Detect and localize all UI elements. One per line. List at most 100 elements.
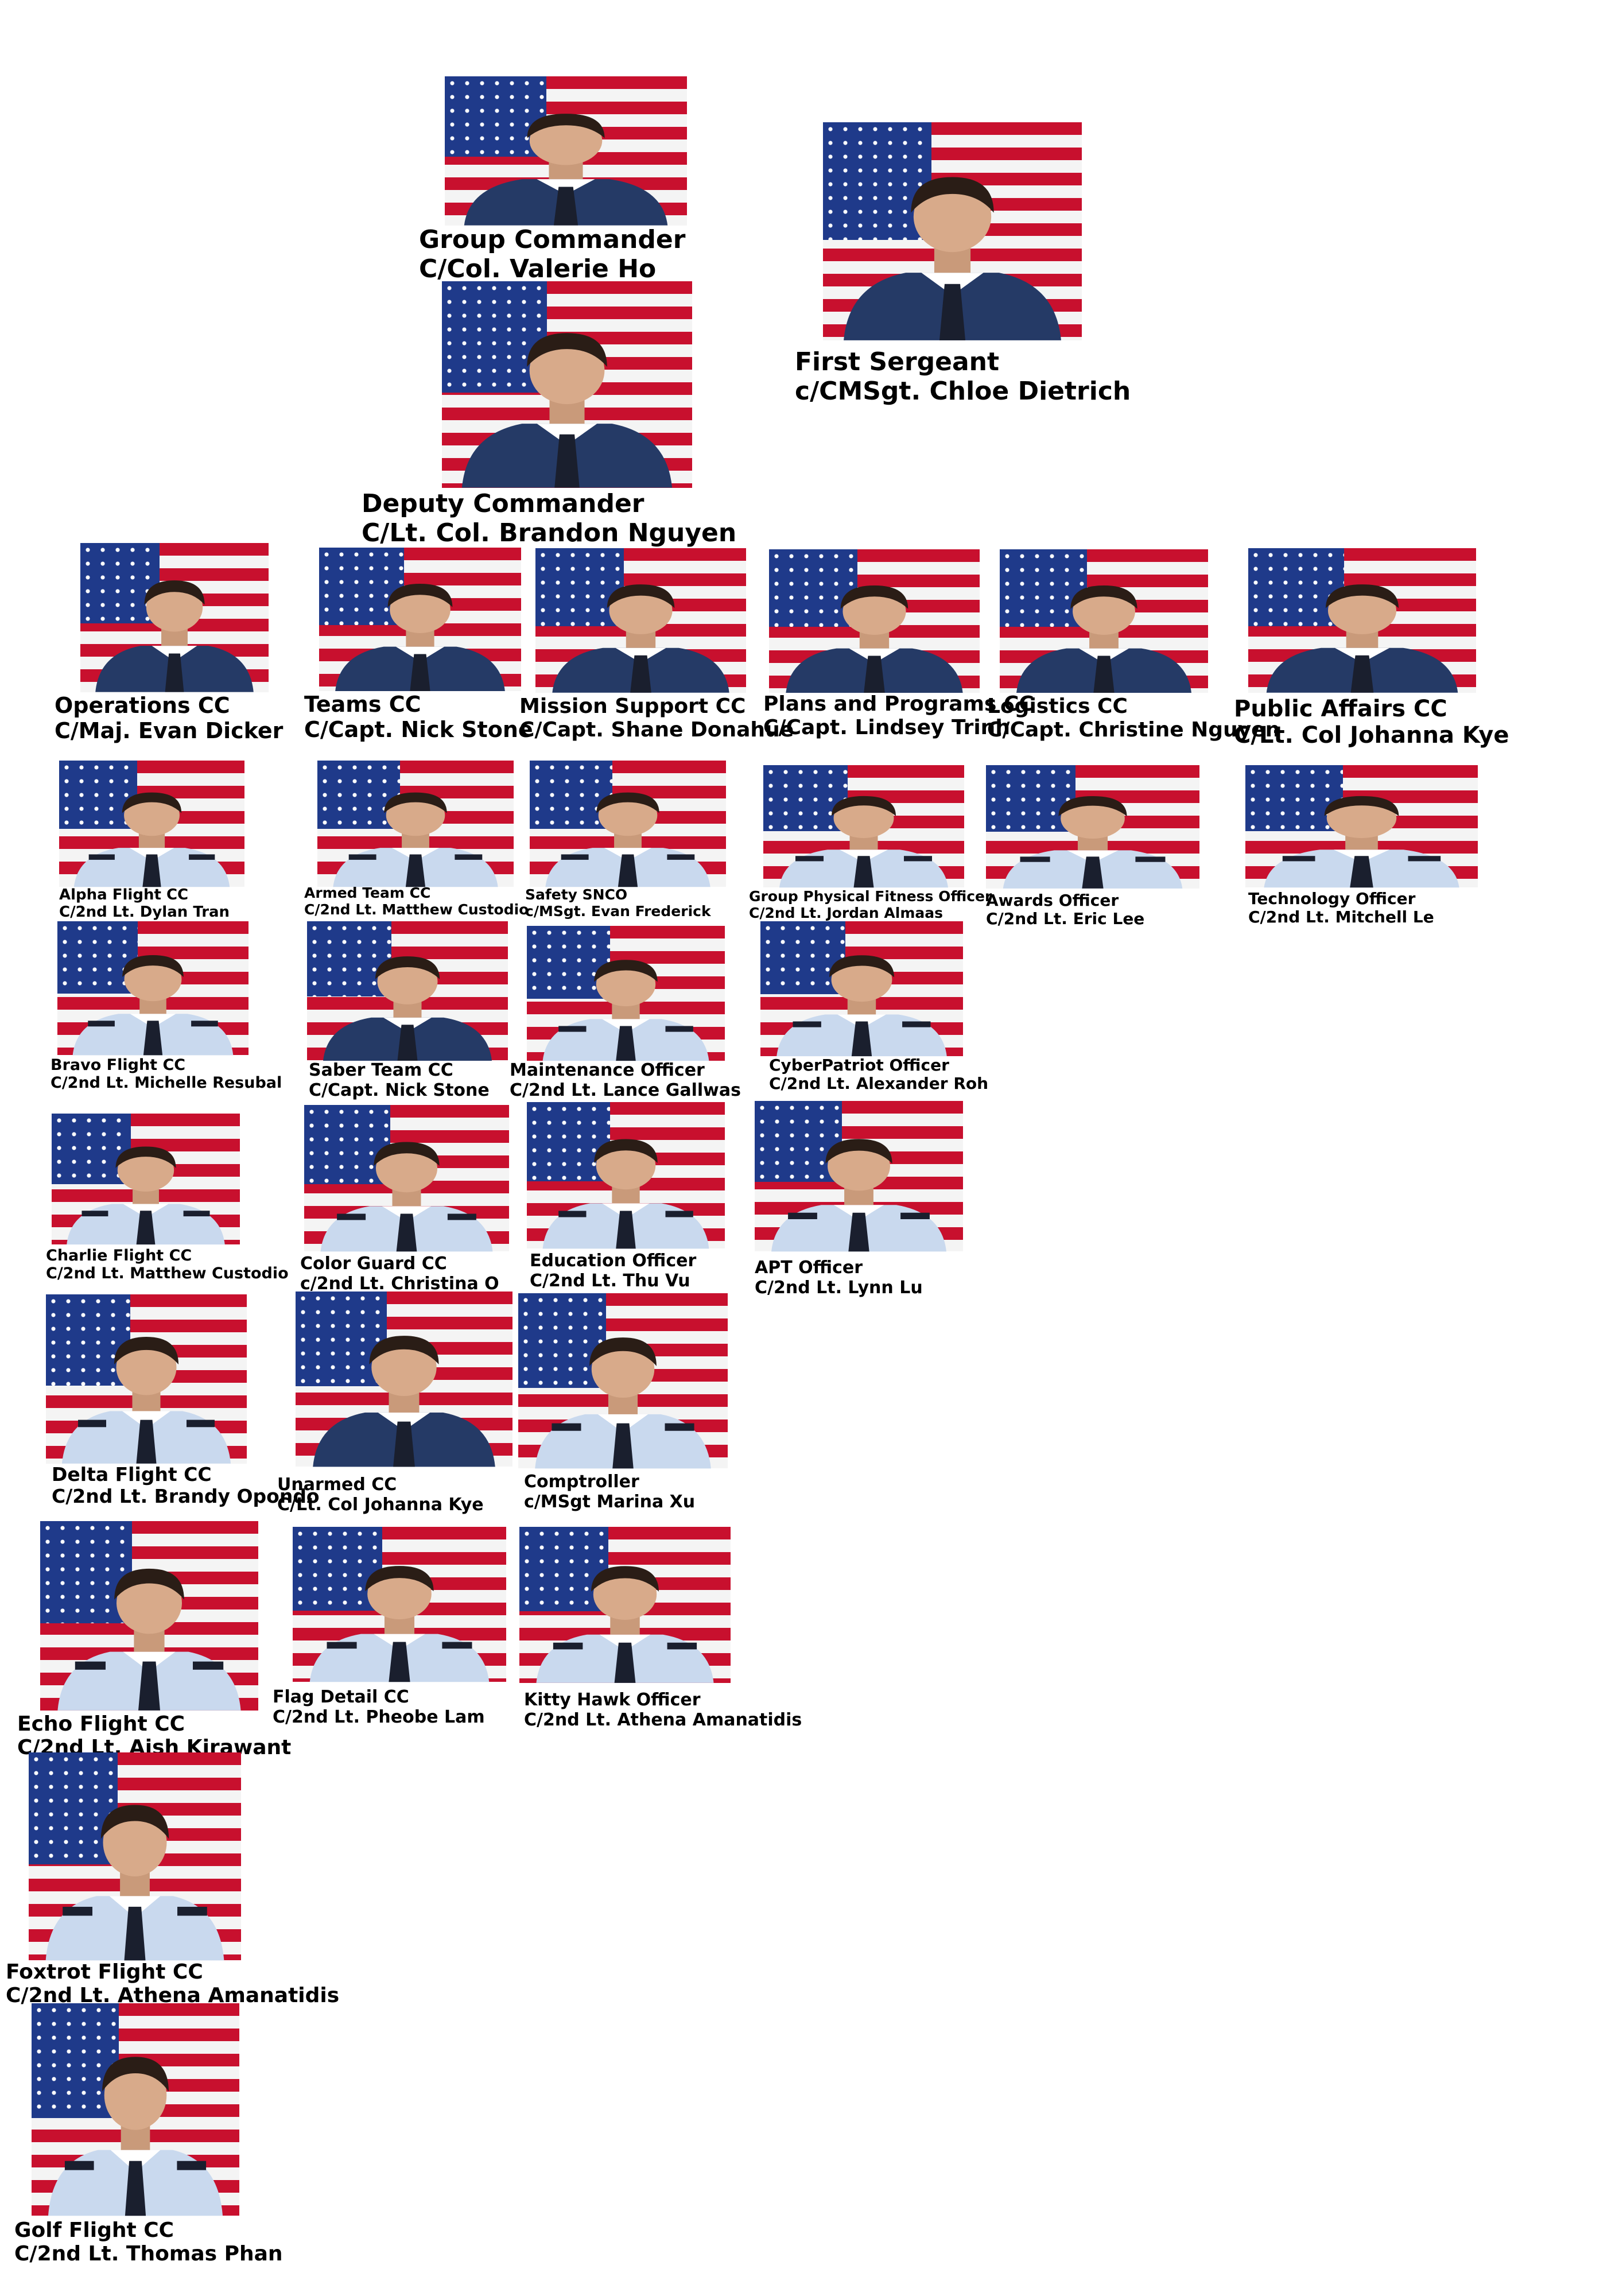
member-title: Awards Officer [986,891,1119,910]
portrait-photo [518,1293,728,1468]
cadet-portrait [59,778,244,887]
flag-canton [57,921,138,994]
flag-canton [319,548,404,625]
cadet-portrait [769,569,980,693]
flag-canton [40,1521,132,1624]
member-title: Saber Team CC [309,1060,453,1080]
cadet-portrait [527,945,725,1061]
flag-canton [442,281,548,393]
flag-canton [80,543,160,624]
portrait-photo [760,921,963,1056]
member-title: APT Officer [755,1258,863,1278]
member-name: C/Capt. Nick Stone [304,716,533,742]
member-name: C/2nd Lt. Matthew Custodio [304,901,529,918]
cadet-portrait [29,1782,241,1960]
cadet-portrait [823,153,1082,340]
member-title: Group Commander [419,225,686,254]
cadet-portrait [40,1548,258,1711]
member-title: Armed Team CC [304,885,431,901]
portrait-photo [445,76,687,226]
portrait-photo [763,765,964,887]
member-name: C/Lt. Col Johanna Kye [277,1494,484,1515]
portrait-photo [823,122,1082,340]
member-name: C/2nd Lt. Michelle Resubal [51,1074,282,1092]
cadet-portrait [760,940,963,1056]
member-name: C/Maj. Evan Dicker [55,718,284,743]
flag-canton [1245,765,1344,832]
cadet-portrait [46,1318,247,1464]
member-name: C/2nd Lt. Thomas Phan [14,2242,283,2266]
member-title: Operations CC [55,693,230,718]
portrait-photo [319,548,521,691]
member-name: C/2nd Lt. Matthew Custodio [46,1265,289,1283]
member-name: C/2nd Lt. Lynn Lu [755,1277,923,1298]
member-title: Mission Support CC [519,695,746,718]
portrait-photo [527,1102,725,1248]
flag-canton [52,1114,131,1185]
flag-canton [445,76,547,157]
member-name: C/Capt. Shane Donahue [519,718,794,742]
cadet-portrait [755,1122,963,1251]
portrait-photo [304,1105,509,1251]
member-name: c/2nd Lt. Christina O [300,1273,499,1294]
cadet-portrait [307,941,508,1061]
cadet-portrait [319,568,521,691]
cadet-portrait [296,1316,512,1467]
portrait-photo [296,1292,512,1467]
member-name: C/2nd Lt. Lance Gallwas [510,1080,741,1100]
member-title: Maintenance Officer [510,1060,705,1080]
portrait-photo [32,2003,239,2216]
portrait-photo [755,1101,963,1251]
flag-canton [293,1527,383,1611]
member-name: C/2nd Lt. Eric Lee [986,909,1145,929]
member-name: c/CMSgt. Chloe Dietrich [795,376,1131,406]
cadet-portrait [52,1132,240,1244]
member-title: Unarmed CC [277,1475,397,1495]
member-name: C/2nd Lt. Athena Amanatidis [524,1709,802,1730]
cadet-portrait [317,778,514,887]
flag-canton [755,1101,842,1182]
portrait-photo [307,921,508,1061]
member-name: C/Col. Valerie Ho [419,254,657,284]
portrait-photo [527,926,725,1061]
flag-canton [59,761,137,829]
member-title: Group Physical Fitness Officer [749,888,992,905]
flag-canton [29,1752,118,1865]
portrait-photo [530,761,726,887]
flag-canton [760,921,846,994]
portrait-photo [40,1521,258,1711]
member-name: C/2nd Lt. Alexander Roh [769,1074,989,1093]
flag-canton [307,921,391,997]
cadet-portrait [535,568,746,693]
cadet-portrait [518,1318,728,1468]
flag-canton [763,765,848,832]
member-title: First Sergeant [795,347,999,377]
portrait-photo [57,921,249,1055]
member-name: c/MSgt. Evan Frederick [525,902,711,920]
cadet-portrait [986,782,1199,889]
member-name: C/2nd Lt. Pheobe Lam [273,1707,485,1727]
flag-canton [518,1293,607,1388]
portrait-photo [46,1294,247,1464]
portrait-photo [442,281,692,488]
member-title: Safety SNCO [525,886,628,903]
cadet-portrait [442,310,692,488]
flag-canton [32,2003,119,2118]
portrait-photo [986,765,1199,889]
member-title: Color Guard CC [300,1254,447,1274]
